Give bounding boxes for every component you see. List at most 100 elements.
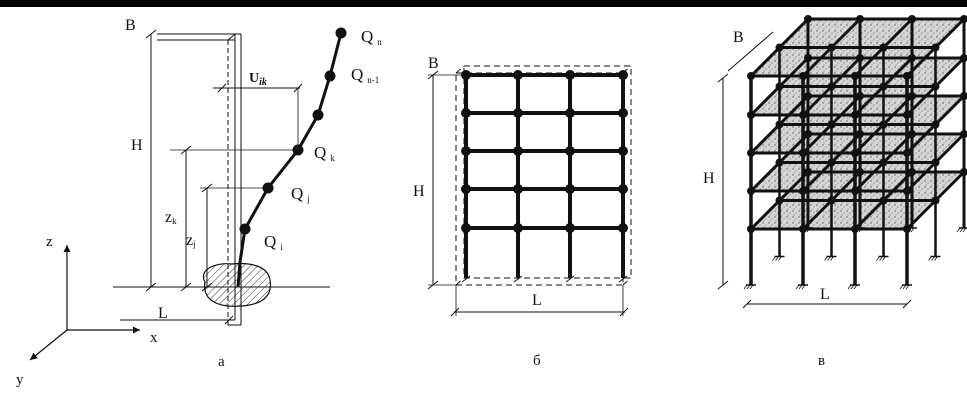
label-l-b: L [532, 292, 542, 309]
frame-joint [827, 158, 836, 167]
column-base-mark [461, 275, 471, 283]
frame-joint [851, 72, 859, 80]
frame-joint [903, 149, 911, 157]
support-hatch [749, 284, 754, 290]
frame-joint [931, 82, 940, 91]
frame-joint [931, 43, 940, 52]
frame-joint [827, 120, 836, 129]
frame-joint [804, 130, 812, 138]
support-hatch [934, 256, 938, 261]
frame-joint [461, 70, 471, 80]
frame-joint [461, 146, 471, 156]
frame-joint [461, 184, 471, 194]
mass-point-k [292, 144, 304, 156]
y-axis-label: y [16, 372, 24, 388]
coordinate-axes: z x y [16, 234, 158, 388]
support-hatch [800, 227, 805, 233]
label-u: Uik [249, 71, 267, 88]
support-hatch [772, 256, 776, 261]
frame-joint [461, 108, 471, 118]
support-hatch [743, 284, 748, 290]
label-b-b: B [428, 55, 439, 72]
frame-joint [804, 168, 812, 176]
frame-joint [565, 70, 575, 80]
frame-joint [775, 43, 784, 52]
frame-joint [747, 111, 755, 119]
support-hatch [899, 284, 904, 290]
frame-joint [565, 184, 575, 194]
frame-joint [879, 82, 888, 91]
b-dimension-line-c [727, 31, 774, 72]
frame-joint [618, 146, 628, 156]
caption-c: в [818, 353, 825, 369]
frame-joint [513, 184, 523, 194]
frame-joint [908, 168, 916, 176]
frame-joint [513, 108, 523, 118]
caption-b: б [533, 353, 541, 369]
support-hatch [798, 284, 803, 290]
label-h-c: H [703, 170, 715, 187]
support-hatch [855, 227, 860, 233]
support-hatch [801, 284, 806, 290]
frame-joint [565, 146, 575, 156]
frame-joint [747, 187, 755, 195]
support-hatch [746, 284, 751, 290]
frame-joint [856, 92, 864, 100]
mass-point-n-1 [324, 70, 336, 82]
label-l-c: L [820, 286, 830, 303]
support-hatch [882, 256, 886, 261]
frame-joint [931, 196, 940, 205]
frame-joint [565, 108, 575, 118]
support-hatch [931, 256, 935, 261]
label-b-c: B [733, 29, 744, 46]
label-h-a: H [131, 137, 143, 154]
frame-joint [804, 54, 812, 62]
frame-joint [775, 120, 784, 129]
support-hatch [962, 227, 967, 233]
frame-joint [903, 72, 911, 80]
mass-point-n [335, 27, 347, 39]
support-hatch [956, 227, 961, 233]
z-axis-label: z [46, 234, 53, 250]
support-hatch [830, 256, 834, 261]
frame-joint [775, 82, 784, 91]
frame-joint [804, 92, 812, 100]
frame-joint [908, 54, 916, 62]
mass-point-mid [312, 109, 324, 121]
label-b-a: B [125, 17, 136, 34]
support-hatch [827, 256, 831, 261]
support-hatch [904, 227, 909, 233]
frame-joint [565, 223, 575, 233]
frame-joint [799, 149, 807, 157]
frame-joint [960, 92, 967, 100]
frame-joint [461, 223, 471, 233]
frame-joint [879, 43, 888, 52]
support-hatch [852, 227, 857, 233]
frame-joint [513, 223, 523, 233]
frame-c-structure [743, 15, 967, 290]
frame-joint [747, 72, 755, 80]
column-base-mark [565, 275, 575, 283]
frame-joint [851, 111, 859, 119]
label-zk: zk [165, 209, 177, 226]
support-hatch [775, 256, 779, 261]
support-hatch [905, 284, 910, 290]
frame-joint [799, 187, 807, 195]
support-hatch [778, 256, 782, 261]
support-hatch [824, 256, 828, 261]
frame-joint [960, 168, 967, 176]
y-axis [29, 329, 68, 361]
panel-c: B H L в [703, 15, 967, 369]
frame-joint [931, 158, 940, 167]
frame-joint [804, 15, 812, 23]
support-hatch [876, 256, 880, 261]
x-axis-label: x [150, 330, 158, 346]
caption-a: а [218, 354, 225, 370]
top-border [0, 0, 967, 7]
column-base-mark [513, 275, 523, 283]
frame-joint [851, 149, 859, 157]
